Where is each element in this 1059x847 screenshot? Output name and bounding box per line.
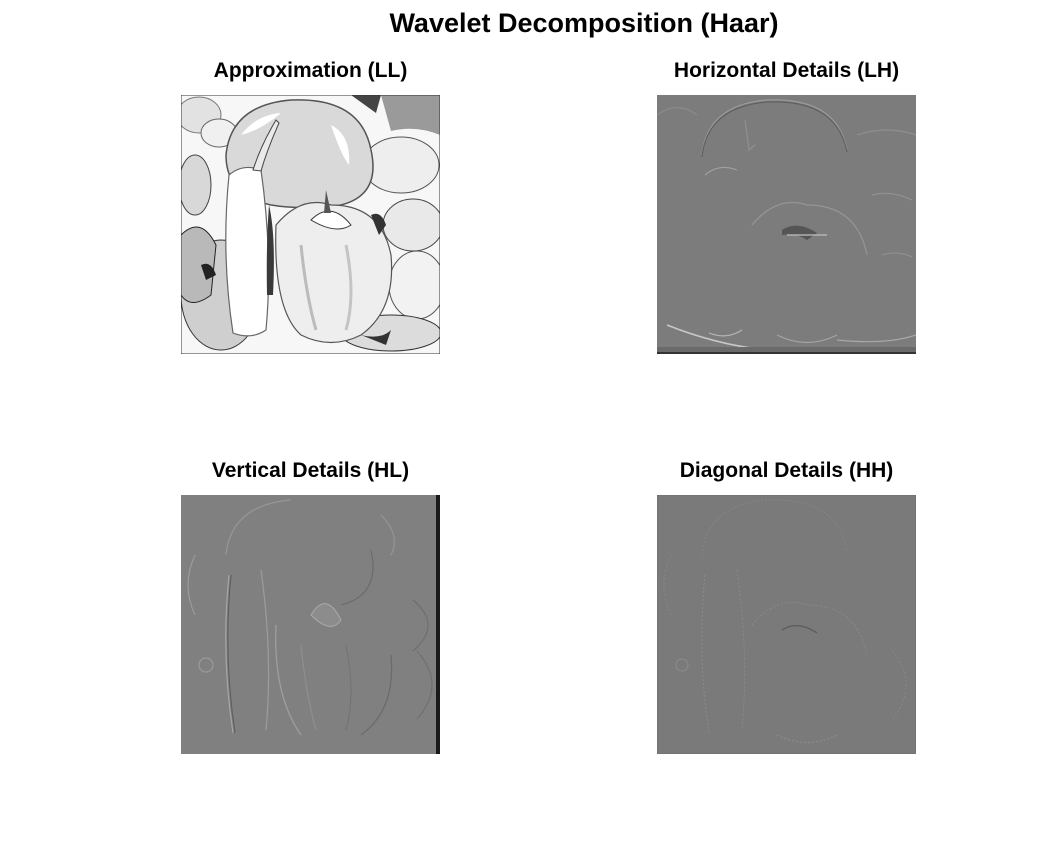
- diagonal-details-title: Diagonal Details (HH): [679, 459, 894, 482]
- approximation-image: [181, 95, 440, 354]
- diagonal-details-image: [657, 495, 916, 754]
- approximation-title: Approximation (LL): [213, 59, 408, 82]
- horizontal-details-image: [657, 95, 916, 354]
- vertical-details-image: [181, 495, 440, 754]
- horizontal-details-title: Horizontal Details (LH): [673, 59, 900, 82]
- figure-title: Wavelet Decomposition (Haar): [389, 8, 779, 38]
- vertical-details-title: Vertical Details (HL): [211, 459, 410, 482]
